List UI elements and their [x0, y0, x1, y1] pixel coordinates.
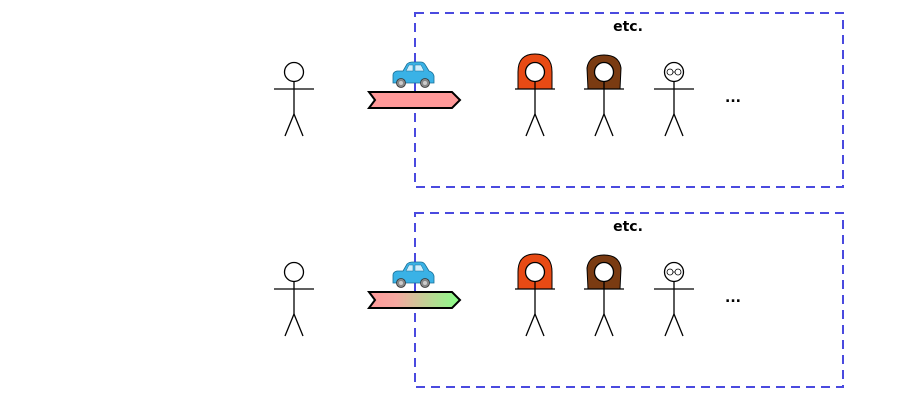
- person-icon: [273, 261, 315, 337]
- group-label-1: etc.: [613, 19, 643, 35]
- arrow-icon: [367, 91, 462, 109]
- red-hair-person-icon: [514, 253, 556, 337]
- glasses-person-icon: [653, 261, 695, 337]
- red-hair-person-icon: [514, 53, 556, 137]
- car-icon: [392, 61, 435, 88]
- row-1: etc. ...: [273, 12, 844, 188]
- ellipsis-1: ...: [725, 90, 741, 106]
- row-2: etc. ...: [273, 212, 844, 388]
- ellipsis-2: ...: [725, 290, 741, 306]
- person-icon: [273, 61, 315, 137]
- car-icon: [392, 261, 435, 288]
- brown-hair-person-icon: [583, 254, 625, 337]
- group-box-1: [414, 12, 844, 188]
- arrow-icon: [367, 291, 462, 309]
- group-label-2: etc.: [613, 219, 643, 235]
- glasses-person-icon: [653, 61, 695, 137]
- brown-hair-person-icon: [583, 54, 625, 137]
- group-box-2: [414, 212, 844, 388]
